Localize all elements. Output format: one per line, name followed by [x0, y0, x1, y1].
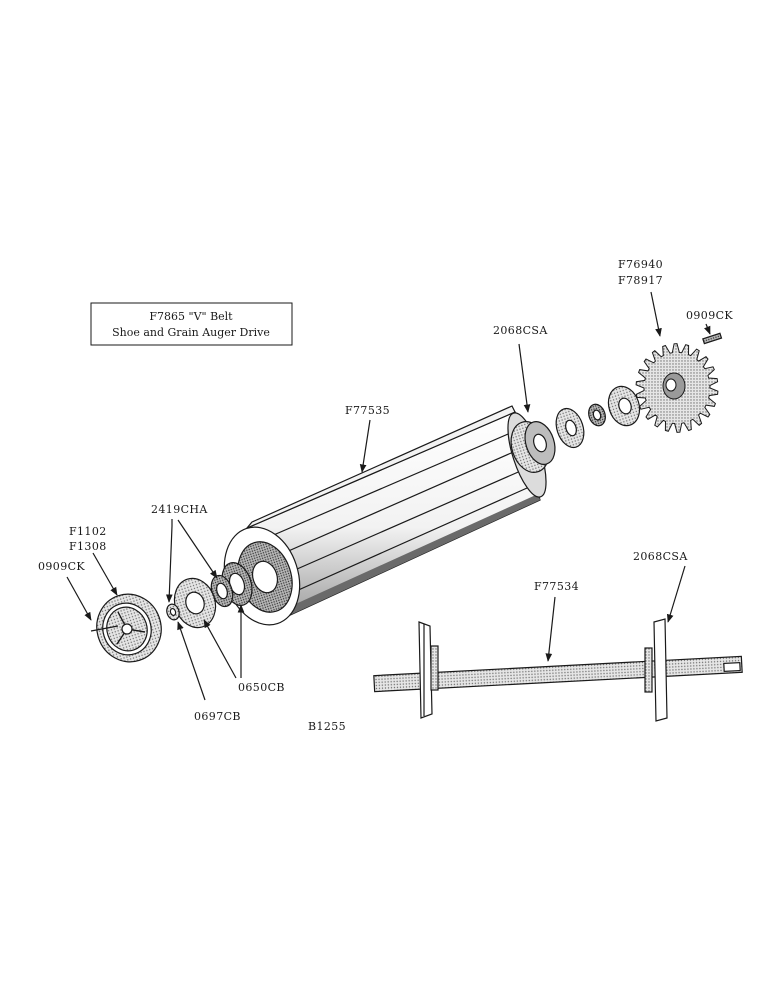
title-box: F7865 "V" Belt Shoe and Grain Auger Driv… — [90, 302, 293, 346]
label-washer-lower: 0650CB — [238, 681, 285, 694]
part-labels: F76940 F78917 0909CK 2068CSA F77535 2419… — [38, 258, 733, 733]
title-line-1: F7865 "V" Belt — [149, 310, 233, 323]
right-bearing-ring — [588, 403, 606, 427]
label-bearing-upper: 2068CSA — [493, 324, 548, 337]
label-key-left: 0909CK — [38, 560, 85, 573]
label-sprocket-b: F78917 — [618, 274, 663, 287]
auger-shaft-assembly — [373, 618, 743, 722]
drive-sprocket — [635, 343, 719, 433]
sprocket-bore — [665, 378, 677, 392]
label-drum: F77535 — [345, 404, 390, 417]
label-shaft: F77534 — [534, 580, 579, 593]
right-bearing-plate — [555, 407, 585, 449]
key-right — [702, 332, 723, 345]
label-bearing-left: 2419CHA — [151, 503, 208, 516]
small-washer — [166, 603, 180, 621]
label-pulley-b: F1308 — [69, 540, 107, 553]
auger-drum — [223, 405, 547, 626]
right-bearing-flange — [607, 385, 641, 427]
v-belt-pulley — [90, 593, 162, 663]
label-pulley-a: F1102 — [69, 525, 107, 538]
right-bearing-housing — [510, 421, 556, 473]
leader-lines — [66, 291, 711, 701]
label-washer-small: 0697CB — [194, 710, 241, 723]
left-bearing-flange-outer — [210, 574, 234, 608]
title-line-2: Shoe and Grain Auger Drive — [112, 326, 270, 339]
label-figure-code: B1255 — [308, 720, 346, 733]
left-bearing-plate — [173, 577, 217, 629]
label-key-right: 0909CK — [686, 309, 733, 322]
label-bearing-shaft: 2068CSA — [633, 550, 688, 563]
label-sprocket-a: F76940 — [618, 258, 663, 271]
